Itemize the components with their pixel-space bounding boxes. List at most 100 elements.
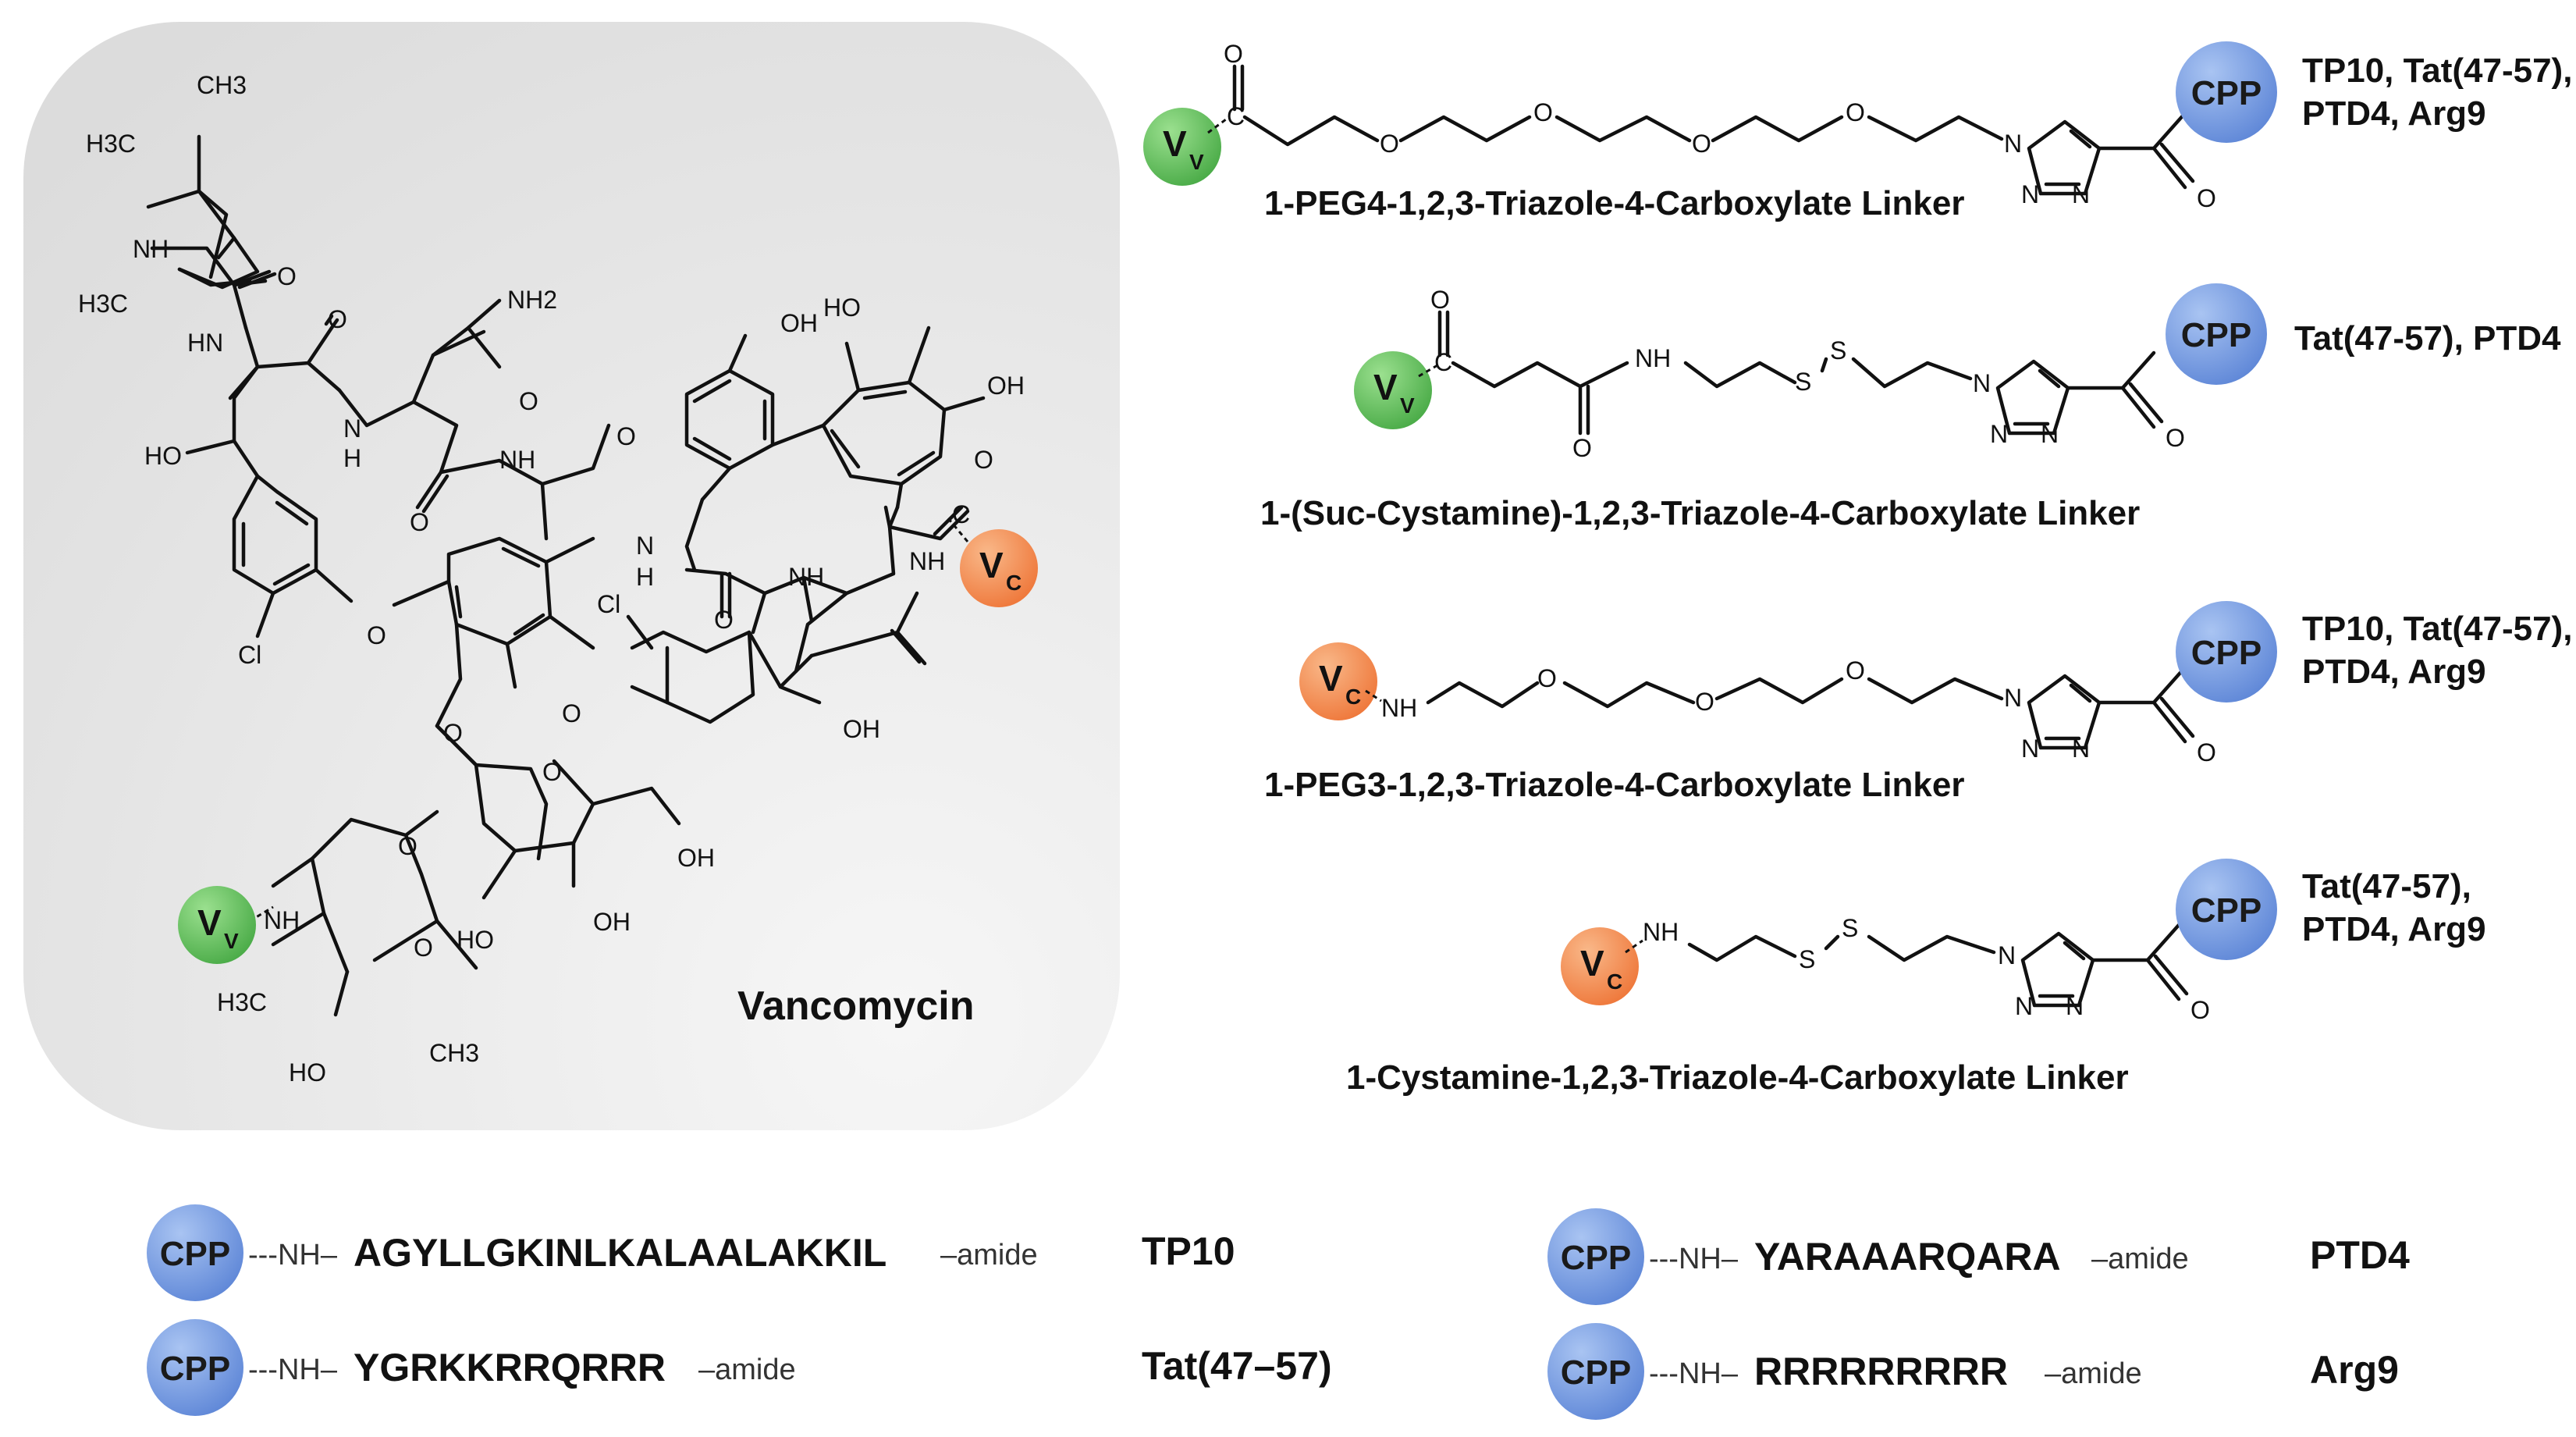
atom-label: OH [987, 372, 1025, 400]
cpp-marker [1547, 1208, 1644, 1305]
atom-label: HO [289, 1058, 326, 1087]
cpp-label: CPP [2181, 316, 2251, 354]
vv-sub: V [224, 929, 239, 953]
atom-label: Cl [597, 590, 620, 618]
atom-label: CH3 [197, 71, 247, 99]
cpp-label: CPP [160, 1235, 230, 1273]
atom-label: O [562, 699, 581, 727]
cpp-label: CPP [2191, 74, 2262, 112]
cpp-marker [147, 1319, 243, 1416]
peptide-row: CPP ---NH– YARAAARQARA –amide PTD4 [1547, 1208, 2410, 1305]
linker-2-name: 1-(Suc-Cystamine)-1,2,3-Triazole-4-Carbo… [1260, 494, 2140, 532]
atom-label: N [636, 532, 654, 560]
atom-label: N [1998, 941, 2016, 969]
atom-label: O [1846, 98, 1865, 126]
cpp-label: CPP [160, 1350, 230, 1388]
atom-label: O [277, 262, 297, 290]
cpp-marker [2176, 41, 2277, 143]
linker-4-cpps-line1: Tat(47-57), [2302, 867, 2471, 905]
peptide-prefix: ---NH– [248, 1353, 338, 1386]
atom-label: N [2004, 130, 2022, 158]
peptide-sequence: AGYLLGKINLKALAALAKKIL [354, 1231, 886, 1275]
vv-letter: V [1163, 123, 1187, 164]
atom-label: HO [144, 442, 182, 470]
atom-label: H3C [86, 130, 136, 158]
peptide-row: CPP ---NH– YGRKKRRQRRR –amide Tat(47–57) [147, 1319, 1332, 1416]
peptide-suffix: –amide [2045, 1357, 2142, 1390]
atom-label: O [2190, 996, 2210, 1024]
atom-label: OH [843, 715, 880, 743]
atom-label: NH [1381, 694, 1417, 722]
peptide-row: CPP ---NH– AGYLLGKINLKALAALAKKIL –amide … [147, 1204, 1235, 1301]
atom-label: N [1990, 420, 2008, 448]
atom-label: H [636, 563, 654, 591]
atom-label: N [2015, 992, 2033, 1020]
linker-3: V C NH O O O N N N O CPP 1-PEG3-1,2,3-Tr… [1264, 601, 2572, 804]
peptide-name: PTD4 [2310, 1233, 2410, 1277]
cpp-marker [1547, 1323, 1644, 1420]
atom-label: NH [788, 563, 824, 591]
atom-label: O [2197, 184, 2216, 212]
vc-marker [1299, 642, 1377, 720]
peptide-name: Tat(47–57) [1142, 1344, 1332, 1388]
linker-2-cpps-line1: Tat(47-57), PTD4 [2294, 319, 2561, 357]
atom-label: O [414, 934, 433, 962]
vv-sub: V [1189, 150, 1204, 174]
atom-label: HN [187, 329, 223, 357]
atom-label: N [2004, 684, 2022, 712]
cpp-label: CPP [2191, 634, 2262, 672]
atom-label: NH [1643, 918, 1679, 946]
linker-3-name: 1-PEG3-1,2,3-Triazole-4-Carboxylate Link… [1264, 766, 1964, 804]
atom-label: O [1572, 434, 1592, 462]
vc-letter: V [1580, 943, 1604, 983]
peptide-name: Arg9 [2310, 1348, 2399, 1392]
atom-label: O [2197, 738, 2216, 767]
atom-label: O [2166, 424, 2185, 452]
vv-letter: V [1373, 367, 1398, 407]
atom-label: O [1537, 664, 1557, 692]
atom-label: O [1846, 656, 1865, 685]
atom-label: O [328, 305, 347, 333]
cpp-label: CPP [2191, 891, 2262, 930]
atom-label: OH [780, 309, 818, 337]
peptide-prefix: ---NH– [248, 1239, 338, 1272]
peptide-sequence: YGRKKRRQRRR [354, 1346, 666, 1389]
vv-sub: V [1400, 393, 1415, 418]
atom-label: O [1692, 130, 1711, 158]
atom-label: S [1842, 914, 1858, 942]
vc-letter: V [979, 545, 1004, 585]
peptide-row: CPP ---NH– RRRRRRRRR –amide Arg9 [1547, 1323, 2399, 1420]
vv-marker: V V [178, 886, 256, 964]
atom-label: N [1973, 369, 1991, 397]
atom-label: N [2021, 180, 2039, 208]
atom-label: N [2021, 735, 2039, 763]
cpp-marker [2176, 601, 2277, 702]
atom-label: O [542, 758, 562, 786]
atom-label: O [367, 621, 386, 649]
peptide-prefix: ---NH– [1649, 1357, 1739, 1390]
atom-label: O [1695, 688, 1714, 716]
cpp-marker [2166, 283, 2267, 385]
peptide-suffix: –amide [940, 1239, 1038, 1272]
vv-marker [1143, 108, 1221, 186]
atom-label: S [1795, 368, 1811, 396]
linker-2: V V O C O NH S S N N N O CPP 1-(Suc-Cyst… [1260, 283, 2561, 532]
atom-label: O [398, 832, 417, 860]
atom-label: NH [1635, 344, 1671, 372]
atom-label: O [410, 508, 429, 536]
atom-label: H3C [78, 290, 128, 318]
vc-sub: C [1607, 969, 1622, 994]
linker-4-cpps-line2: PTD4, Arg9 [2302, 910, 2486, 948]
atom-label: HO [457, 926, 494, 954]
vc-sub: C [1345, 685, 1361, 709]
linker-1-cpps-line1: TP10, Tat(47-57), [2302, 52, 2572, 90]
peptide-sequence: YARAAARQARA [1754, 1235, 2061, 1279]
cpp-marker [147, 1204, 243, 1301]
atom-label: HO [823, 293, 861, 322]
atom-label: O [443, 719, 463, 747]
vancomycin-structure [146, 134, 986, 1017]
atom-label: C [952, 500, 970, 528]
linker-3-cpps-line2: PTD4, Arg9 [2302, 653, 2486, 691]
atom-label: NH [909, 547, 945, 575]
vancomycin-title: Vancomycin [737, 983, 974, 1029]
